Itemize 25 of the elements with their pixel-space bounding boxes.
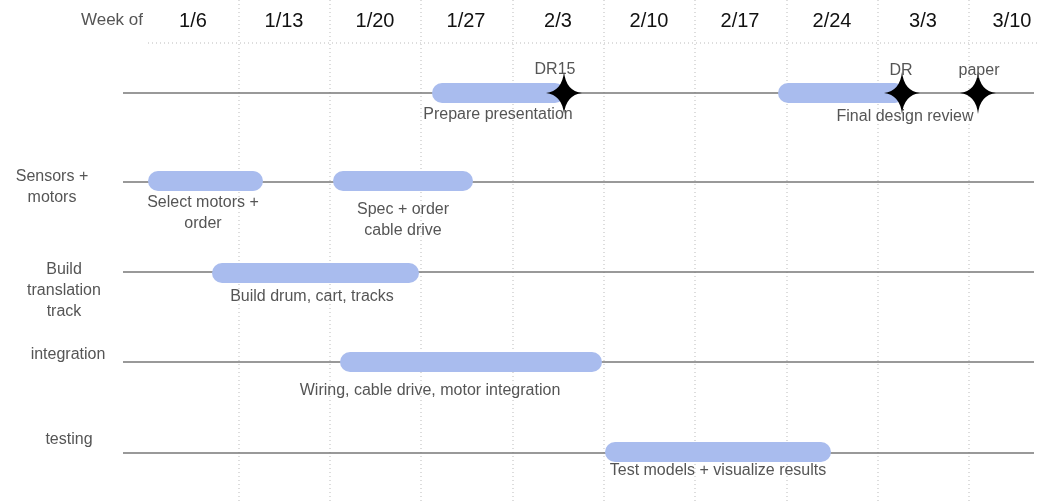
week-date: 2/17 [720,8,760,33]
week-date: 2/24 [812,8,852,33]
axis-title: Week of [80,9,144,31]
milestone-label: DR15 [534,59,576,79]
task-label: Spec + order cable drive [355,199,451,240]
week-date: 1/6 [179,8,207,33]
task-label: Prepare presentation [423,104,573,124]
row-label: Sensors + motors [14,166,90,207]
task-label: Build drum, cart, tracks [230,286,394,306]
week-date: 2/3 [544,8,572,33]
task-label: Test models + visualize results [609,460,827,480]
row-label: testing [45,429,93,449]
row-label: Build translation track [26,259,102,321]
milestone-label: DR [889,60,913,80]
week-date: 3/10 [992,8,1032,33]
task-label: Final design review [836,106,974,126]
week-date: 1/20 [355,8,395,33]
week-date: 1/13 [264,8,304,33]
week-date: 2/10 [629,8,669,33]
milestone-label: paper [958,60,1000,80]
week-date: 1/27 [446,8,486,33]
row-label: integration [30,344,106,364]
week-date: 3/3 [909,8,937,33]
task-label: Wiring, cable drive, motor integration [299,380,561,400]
task-label: Select motors + order [146,192,260,233]
